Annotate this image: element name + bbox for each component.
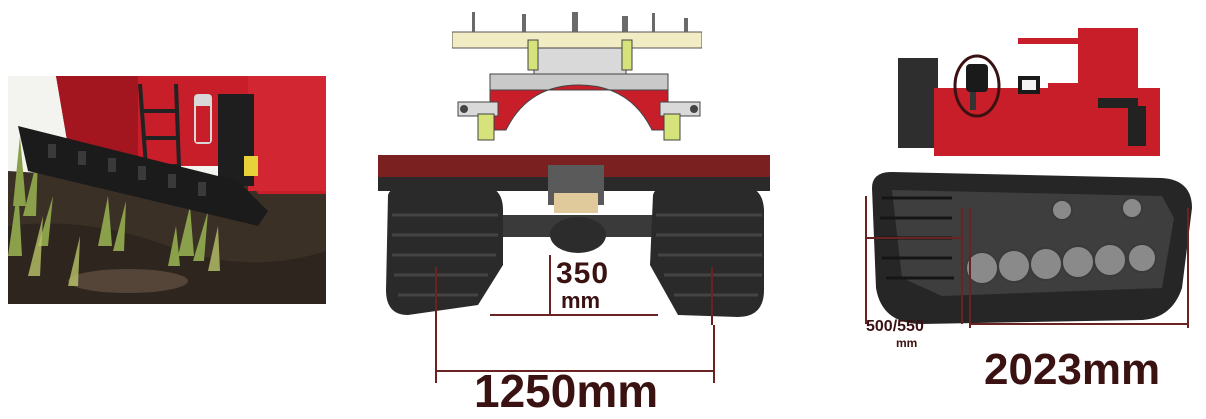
track-side-photo (862, 168, 1194, 328)
track-shoe-width-unit: mm (896, 336, 918, 350)
track-width-label: 1250mm (474, 365, 659, 417)
track-shoe-width-value: 500/550 (866, 318, 924, 335)
track-rear-photo (378, 155, 770, 325)
track-gap-unit: mm (561, 288, 601, 313)
machine-rear-drawing (898, 28, 1160, 156)
field-photo-drawing (8, 76, 326, 304)
track-length-label: 2023mm (984, 345, 1161, 394)
track-gap-value: 350 (556, 257, 610, 290)
frame-drawing-svg (452, 12, 702, 141)
width-dimension-line (435, 325, 715, 383)
track-side-drawing (865, 172, 1192, 328)
field-photo (8, 76, 326, 304)
machine-rear-photo (898, 28, 1160, 156)
track-rear-drawing (378, 155, 770, 325)
frame-drawing (452, 10, 702, 145)
